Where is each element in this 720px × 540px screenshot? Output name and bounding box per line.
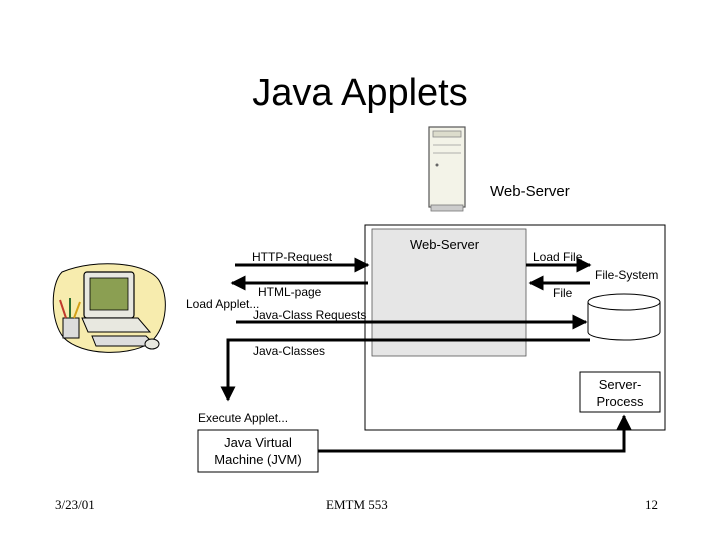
load-file-label: Load File [533, 250, 583, 264]
load-applet-label: Load Applet... [186, 297, 260, 311]
server-icon-label: Web-Server [490, 183, 570, 200]
slide-title: Java Applets [252, 72, 468, 114]
file-system-label: File-System [595, 268, 659, 282]
server-tower-icon [428, 126, 466, 212]
java-classes-arrow [220, 338, 590, 402]
html-page-label: HTML-page [258, 285, 322, 299]
server-process-box [579, 371, 661, 413]
web-server-box-label: Web-Server [410, 237, 480, 252]
http-request-label: HTTP-Request [252, 250, 333, 264]
jvm-label: Java Virtual Machine (JVM) [214, 435, 302, 467]
footer-date: 3/23/01 [55, 497, 95, 512]
file-label: File [553, 286, 573, 300]
java-class-requests-label: Java-Class Requests [253, 308, 367, 322]
server-process-label: Server- Process [596, 377, 644, 409]
execute-applet-label: Execute Applet... [198, 411, 289, 425]
file-system-cylinder [587, 293, 661, 341]
computer-clipart-icon [52, 263, 166, 353]
java-classes-label: Java-Classes [253, 344, 326, 358]
footer-page-number: 12 [645, 497, 658, 512]
footer-course: EMTM 553 [326, 497, 388, 512]
jvm-to-server-process-arrow [318, 414, 632, 453]
web-server-box [371, 228, 527, 357]
